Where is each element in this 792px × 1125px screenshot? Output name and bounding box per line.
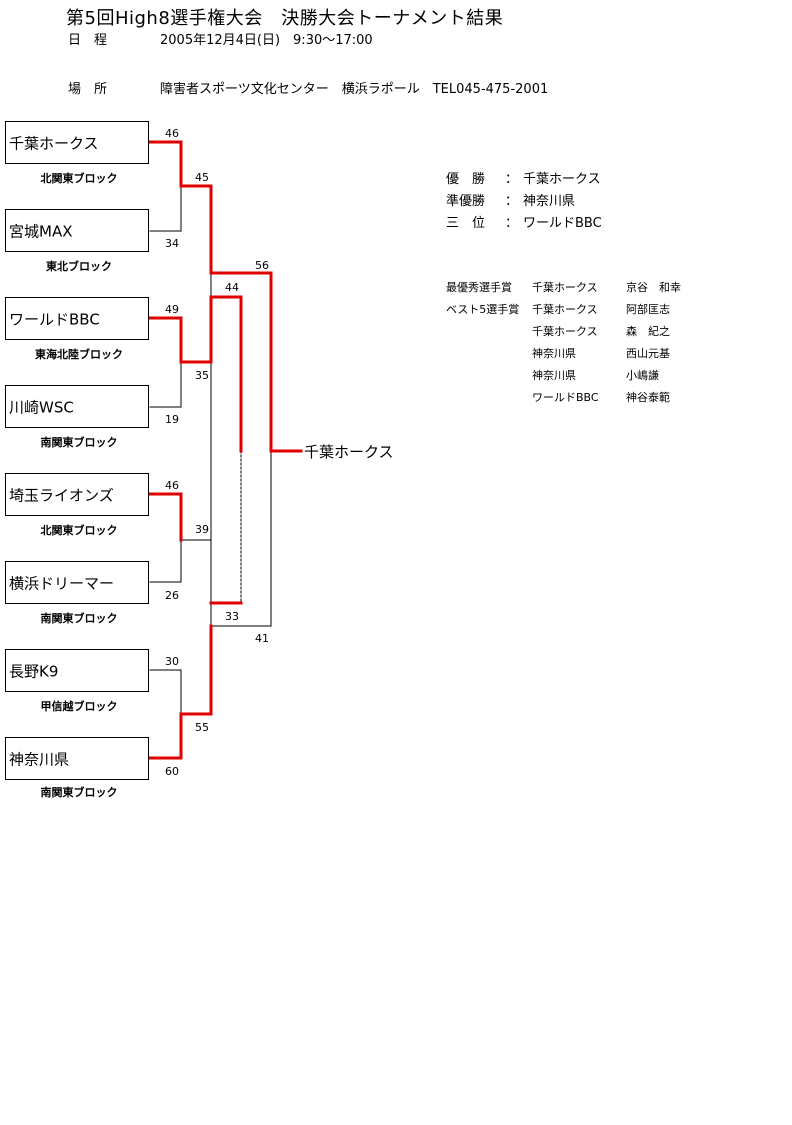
line-r1-m1-loser (149, 185, 182, 232)
score-final-bottom: 41 (255, 632, 269, 645)
score-sf1-bottom: 35 (195, 369, 209, 382)
line-sf2-loser (180, 539, 212, 627)
team-name: ワールドBBC (9, 310, 100, 328)
award-player: 小嶋謙 (626, 369, 659, 382)
score-r1-m2-bottom: 19 (165, 413, 179, 426)
venue-row: 場 所 障害者スポーツ文化センター 横浜ラポール TEL045-475-2001 (68, 78, 588, 97)
line-r1-m2-loser (149, 361, 182, 408)
award-team: 千葉ホークス (532, 281, 598, 294)
award-player: 森 紀之 (626, 325, 670, 338)
semifinal-loser-lines (180, 272, 212, 627)
team-box-6: 横浜ドリーマー (5, 561, 149, 604)
score-r1-m1-top: 46 (165, 127, 179, 140)
result-sep: ： (505, 194, 519, 209)
venue-value: 障害者スポーツ文化センター 横浜ラポール TEL045-475-2001 (160, 82, 549, 97)
team-box-7: 長野K9 (5, 649, 149, 692)
team-name: 川崎WSC (9, 398, 74, 416)
line-r1-m4-winner (148, 712, 183, 760)
team-name: 神奈川県 (9, 750, 70, 768)
award-player: 西山元基 (626, 347, 670, 360)
result-row-winner: 優 勝 ： 千葉ホークス (446, 168, 646, 187)
result-sep: ： (505, 216, 519, 231)
line-sf2-winner (179, 624, 213, 716)
round1-loser-lines (149, 185, 182, 715)
team-box-1: 千葉ホークス (5, 121, 149, 164)
team-block: 南関東ブロック (40, 612, 118, 625)
score-third-bottom: 33 (225, 610, 239, 623)
page-title: 第5回High8選手権大会 決勝大会トーナメント結果 (66, 8, 504, 29)
team-box-8: 神奈川県 (5, 737, 149, 780)
award-team: 神奈川県 (532, 347, 576, 360)
result-value: 神奈川県 (523, 194, 576, 209)
team-box-4: 川崎WSC (5, 385, 149, 428)
award-team: ワールドBBC (532, 391, 599, 404)
team-name: 宮城MAX (9, 222, 73, 240)
result-label: 三 位 (446, 216, 486, 231)
team-block: 北関東ブロック (40, 524, 118, 537)
award-row: 千葉ホークス 森 紀之 (446, 323, 746, 339)
award-row: 最優秀選手賞 千葉ホークス 京谷 和幸 (446, 279, 746, 295)
score-third-top: 44 (225, 281, 239, 294)
team-block: 東北ブロック (46, 260, 112, 273)
award-team: 神奈川県 (532, 369, 576, 382)
result-label: 準優勝 (446, 194, 486, 209)
team-block: 甲信越ブロック (40, 700, 118, 713)
team-block: 南関東ブロック (40, 786, 118, 799)
date-label: 日 程 (68, 33, 108, 48)
score-final-top: 56 (255, 259, 269, 272)
award-team: 千葉ホークス (532, 325, 598, 338)
team-box-5: 埼玉ライオンズ (5, 473, 149, 516)
result-value: ワールドBBC (523, 216, 602, 231)
result-row-runner-up: 準優勝 ： 神奈川県 (446, 190, 646, 209)
score-sf2-bottom: 55 (195, 721, 209, 734)
line-r1-m3-loser (149, 539, 182, 583)
result-sep: ： (505, 172, 519, 187)
team-block: 東海北陸ブロック (35, 348, 123, 361)
award-team: 千葉ホークス (532, 303, 598, 316)
result-label: 優 勝 (446, 172, 486, 187)
line-r1-m3-winner (148, 492, 183, 542)
score-r1-m4-bottom: 60 (165, 765, 179, 778)
score-r1-m3-bottom: 26 (165, 589, 179, 602)
line-r1-m1-winner (148, 140, 183, 188)
award-row: ベスト5選手賞 千葉ホークス 阿部匡志 (446, 301, 746, 317)
line-r1-m4-loser (149, 669, 182, 715)
champion-name: 千葉ホークス (304, 443, 394, 461)
result-value: 千葉ホークス (523, 172, 601, 187)
score-sf1-top: 45 (195, 171, 209, 184)
award-player: 阿部匡志 (626, 303, 670, 316)
team-box-3: ワールドBBC (5, 297, 149, 340)
team-block: 北関東ブロック (40, 172, 118, 185)
line-sf1-loser-to-third (179, 295, 243, 453)
team-name: 埼玉ライオンズ (9, 486, 114, 504)
score-sf2-top: 39 (195, 523, 209, 536)
team-block: 南関東ブロック (40, 436, 118, 449)
score-r1-m1-bottom: 34 (165, 237, 179, 250)
award-label-best5: ベスト5選手賞 (446, 303, 520, 316)
date-row: 日 程 2005年12月4日(日) 9:30～17:00 (68, 29, 588, 48)
award-row: 神奈川県 小嶋謙 (446, 367, 746, 383)
award-label-mvp: 最優秀選手賞 (446, 281, 512, 294)
line-r1-m2-winner (148, 316, 183, 364)
score-r1-m4-top: 30 (165, 655, 179, 668)
team-name: 長野K9 (9, 662, 59, 680)
line-final-winner (209, 271, 303, 453)
result-row-third: 三 位 ： ワールドBBC (446, 212, 646, 231)
line-final-loser (210, 450, 272, 627)
team-box-2: 宮城MAX (5, 209, 149, 252)
award-player: 京谷 和幸 (626, 281, 681, 294)
team-name: 千葉ホークス (9, 134, 99, 152)
date-value: 2005年12月4日(日) 9:30～17:00 (160, 33, 373, 48)
venue-label: 場 所 (68, 82, 108, 97)
score-r1-m2-top: 49 (165, 303, 179, 316)
award-row: 神奈川県 西山元基 (446, 345, 746, 361)
award-player: 神谷泰範 (626, 391, 670, 404)
line-sf1-winner (179, 184, 213, 275)
score-r1-m3-top: 46 (165, 479, 179, 492)
award-row: ワールドBBC 神谷泰範 (446, 389, 746, 405)
winner-lines (148, 140, 303, 760)
team-name: 横浜ドリーマー (9, 574, 115, 592)
line-sf1-loser (180, 272, 212, 363)
